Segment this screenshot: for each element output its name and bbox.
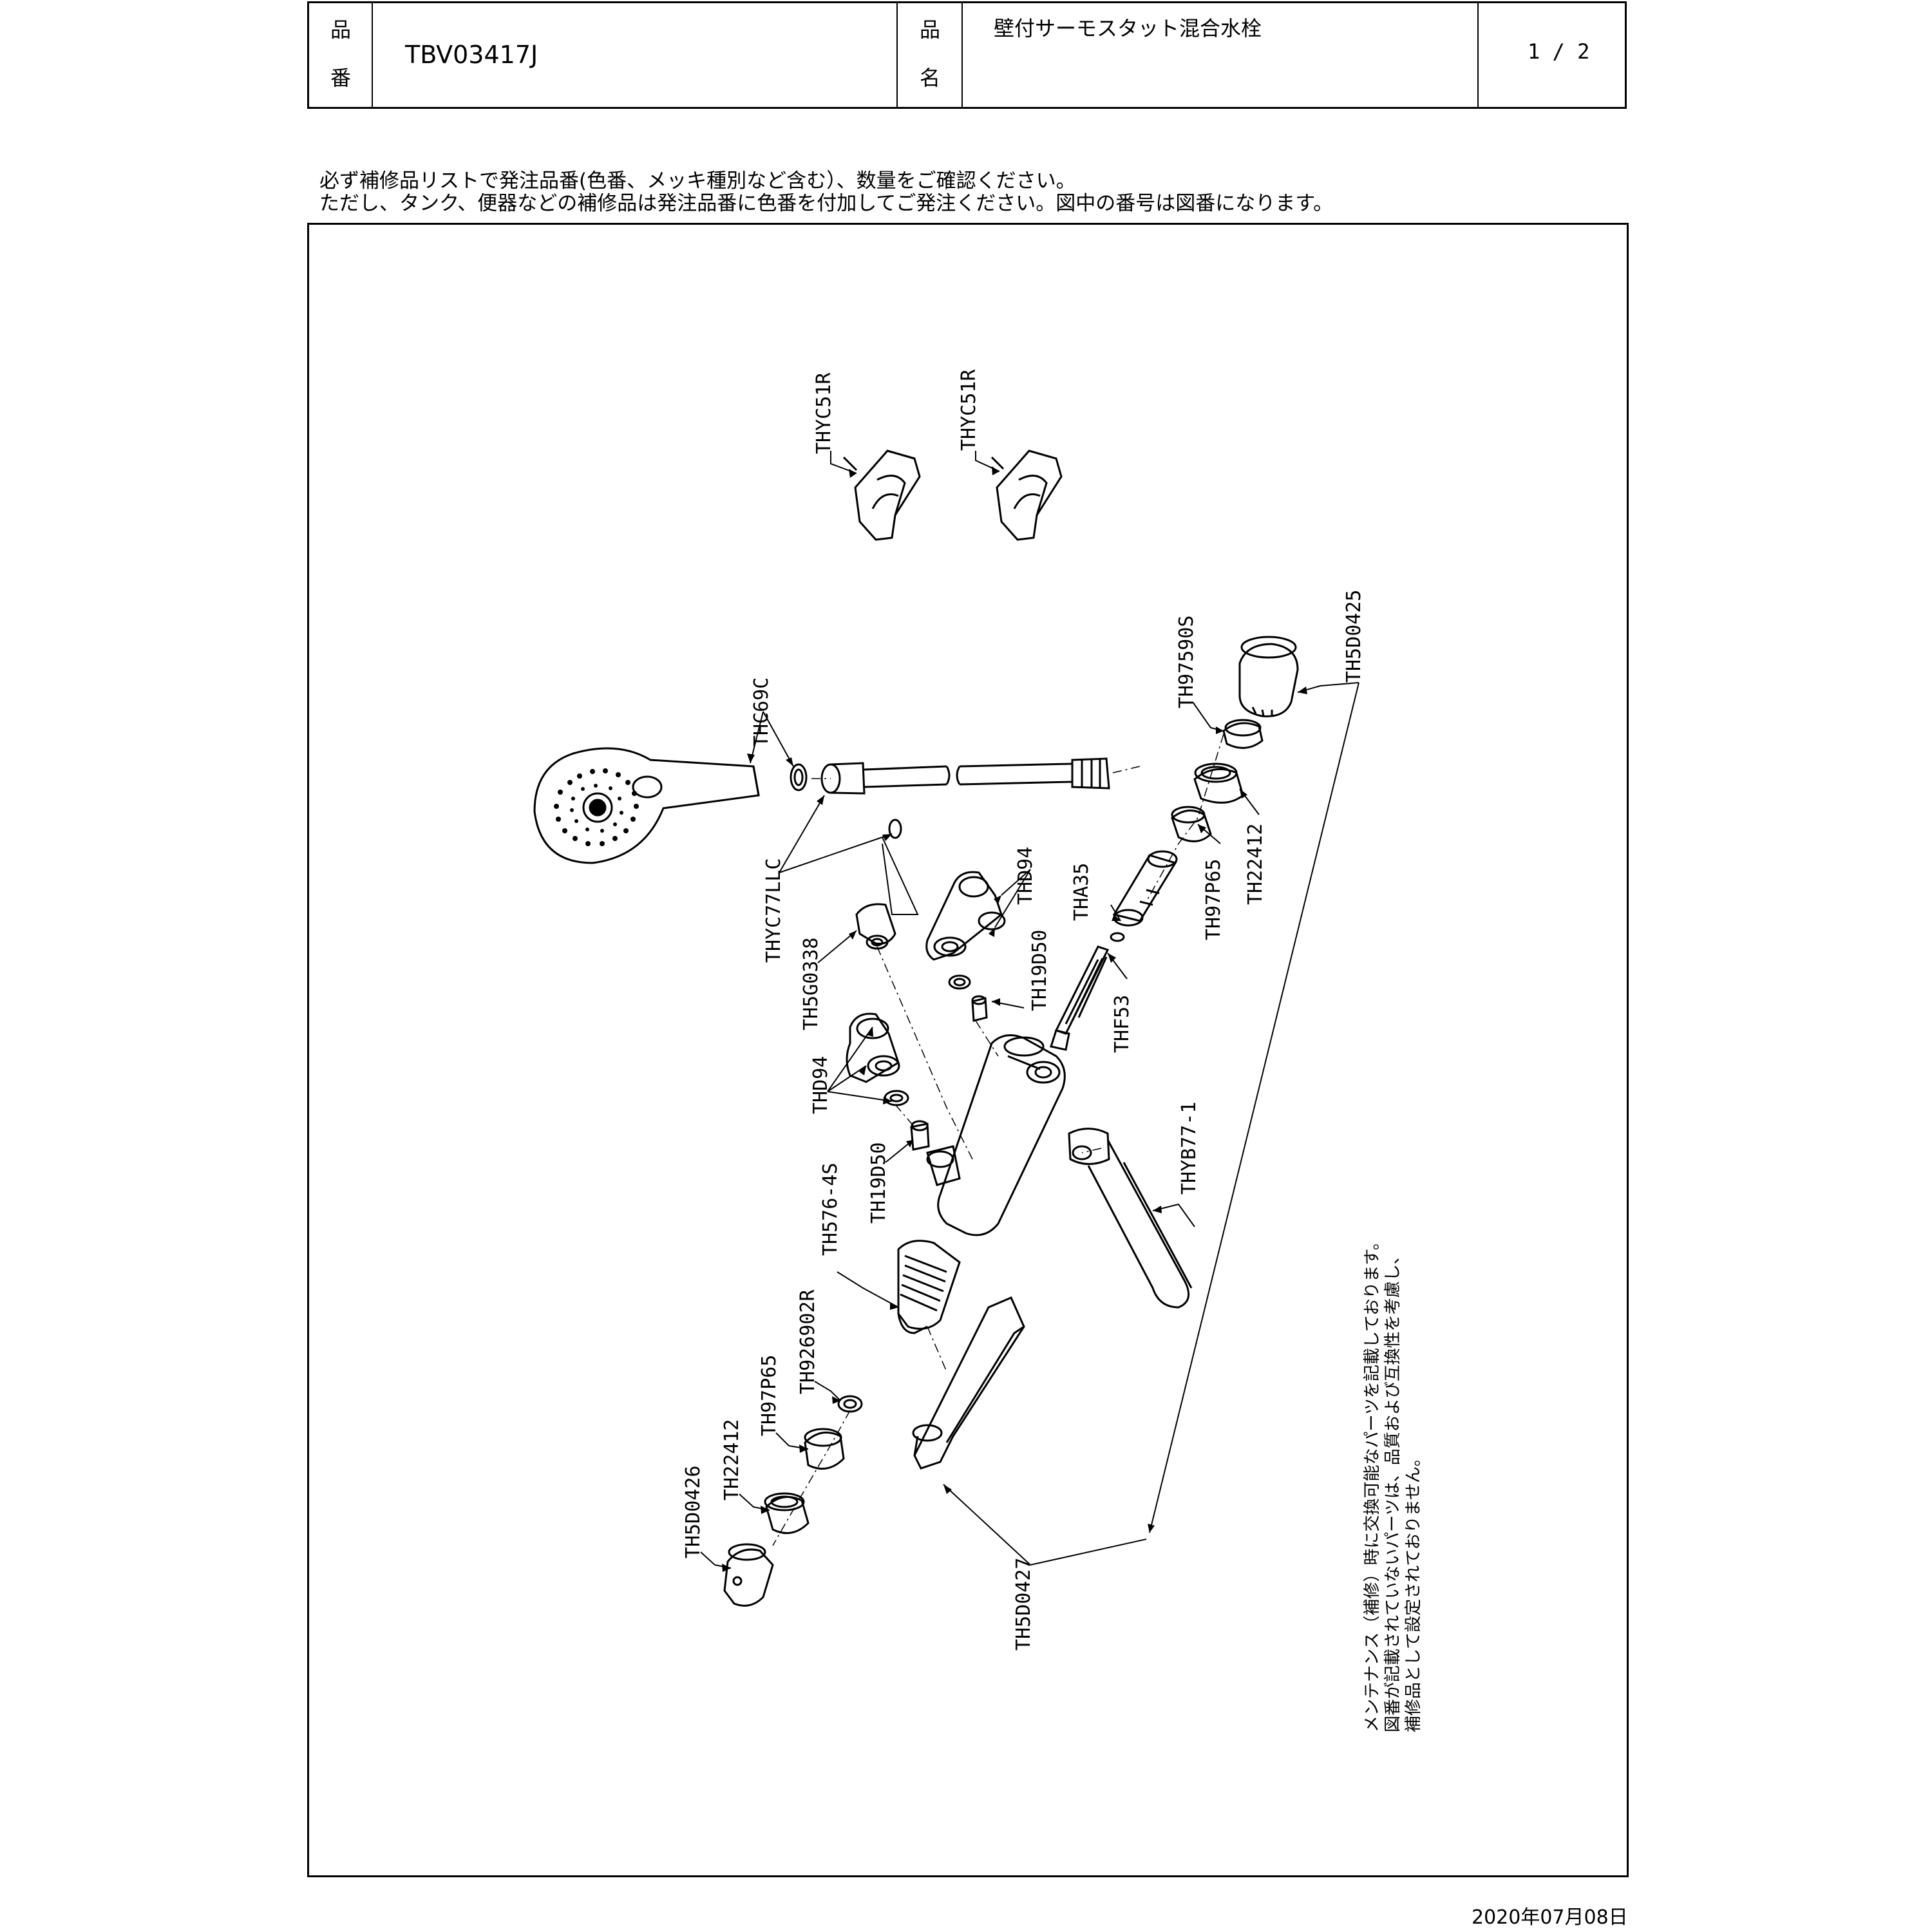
ring-th97590s [1222, 719, 1264, 749]
label-th19d50-upper: TH19D50 [1028, 929, 1051, 1011]
leader-arrowheads [722, 466, 1307, 1572]
elbow-fitting [855, 903, 896, 950]
maintenance-note-line-3: 補修品として設定されておりません。 [1404, 1450, 1423, 1732]
diagram-frame [307, 223, 1629, 1877]
instruction-note-line-1: 必ず補修品リストで発注品番(色番、メッキ種別など含む）、数量をご確認ください。 [319, 169, 1076, 193]
label-th576-4s: TH576-4S [819, 1162, 842, 1256]
label-th5g0338: TH5G0338 [800, 937, 822, 1031]
label-thc69c: THC69C [750, 677, 773, 747]
inlet-union-lower [846, 1012, 900, 1083]
label-th5d0426: TH5D0426 [682, 1465, 705, 1559]
part-no-label-top: 品 [330, 17, 352, 42]
label-thyc51r-left: THYC51R [813, 372, 835, 454]
product-name: 壁付サーモスタット混合水栓 [994, 16, 1262, 41]
label-th22412-lower: TH22412 [721, 1419, 743, 1501]
wall-plate-th5d0427 [912, 1296, 1025, 1470]
ring-th97p65-lower [804, 1428, 845, 1470]
spindle-thf53 [1050, 945, 1110, 1051]
washer-th926902r [837, 1395, 863, 1413]
shower-head-nozzles [554, 768, 639, 846]
label-th97p65-upper: TH97P65 [1202, 858, 1225, 940]
check-valve-lower [910, 1120, 930, 1151]
holder-part-left [854, 450, 921, 541]
knob-th5d0425 [1238, 636, 1299, 717]
maintenance-note-line-1: メンテナンス（補修）時に交換可能なパーツを記載しております。 [1363, 1233, 1382, 1732]
cartridge-tha35 [1112, 850, 1178, 927]
label-th97590s: TH97590S [1175, 615, 1198, 709]
label-th5d0425: TH5D0425 [1343, 589, 1365, 683]
check-valve-upper [971, 995, 988, 1022]
centerline-group [772, 734, 1224, 1546]
handle-thyb77-1 [1068, 1128, 1193, 1309]
label-th22412-upper: TH22412 [1244, 823, 1267, 905]
part-number: TBV03417J [405, 41, 538, 69]
label-th926902r: TH926902R [797, 1289, 819, 1394]
holder-part-right [996, 450, 1063, 541]
nut-th22412-lower [764, 1492, 810, 1535]
label-th97p65-lower: TH97P65 [758, 1354, 781, 1436]
name-label-top: 品 [920, 17, 941, 42]
mixer-body [926, 1034, 1066, 1236]
label-tha35: THA35 [1070, 862, 1093, 921]
inlet-union-upper [925, 871, 1006, 961]
label-thd94-upper: THD94 [1014, 846, 1037, 905]
name-label-bottom: 名 [920, 66, 941, 90]
issue-date: 2020年07月08日 [1472, 1906, 1628, 1929]
label-th19d50-lower: TH19D50 [867, 1142, 890, 1224]
label-thyc77llc: THYC77LLC [762, 858, 785, 963]
nut-th22412-upper [1193, 762, 1244, 804]
shower-hose [820, 757, 1110, 795]
label-thyc51r-right: THYC51R [958, 369, 980, 451]
maintenance-note-line-2: 図番が記載されていないパーツは、品質および互換性を考慮し、 [1383, 1247, 1403, 1732]
label-thd94-lower: THD94 [810, 1056, 832, 1114]
label-thf53: THF53 [1111, 994, 1133, 1053]
knob-th5d0426 [723, 1543, 774, 1607]
instruction-note-line-2: ただし、タンク、便器などの補修品は発注品番に色番を付加してご発注ください。図中の… [319, 192, 1334, 215]
shower-head [533, 747, 760, 864]
label-th5d0427: TH5D0427 [1012, 1557, 1035, 1651]
ring-th97p65-upper [1171, 806, 1212, 842]
page-indicator: 1 / 2 [1528, 39, 1590, 64]
part-no-label-bottom: 番 [330, 66, 352, 90]
label-thyb77-1: THYB77-1 [1178, 1101, 1200, 1195]
fitting-th576-4s [897, 1240, 961, 1334]
